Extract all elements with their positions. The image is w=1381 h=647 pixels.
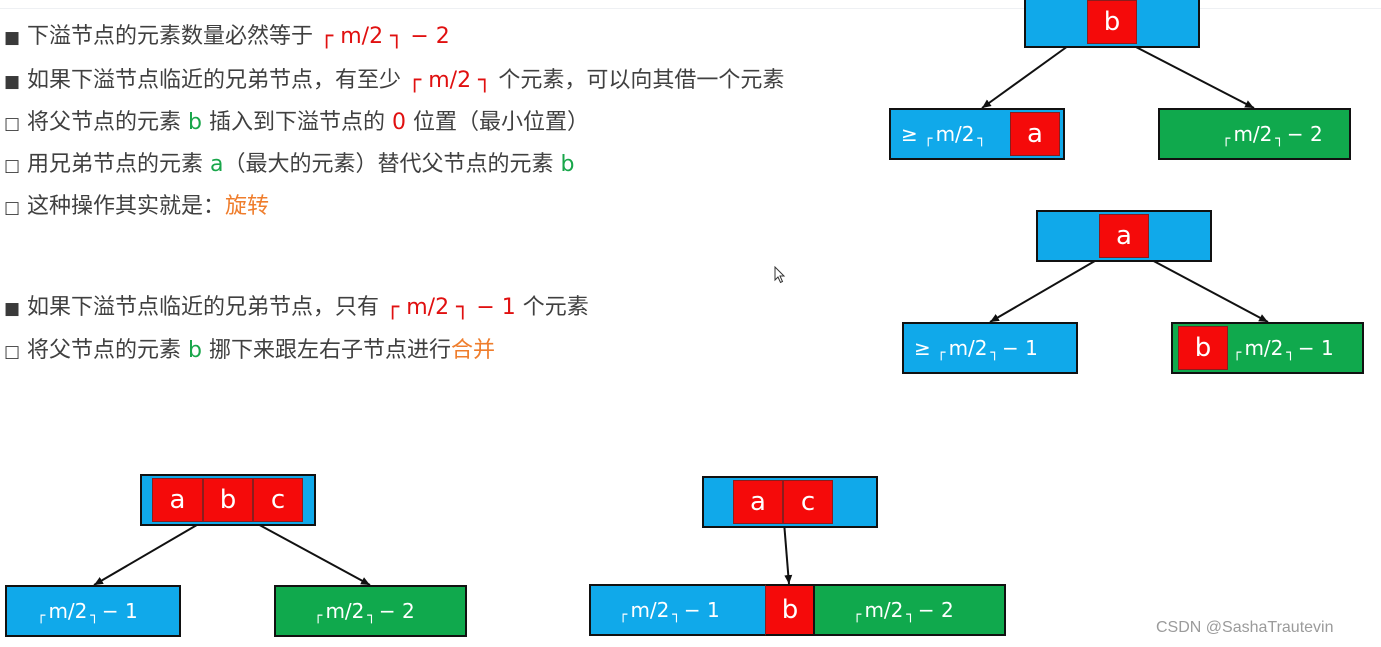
d4-right-node: ┌m/2┐− 2 [813,584,1006,636]
arrow-d3-left [93,521,203,586]
d3-parent-key-1: a [152,478,203,522]
arrow-d2-right [1147,257,1269,323]
d4-parent-key-1: a [733,480,783,524]
d2-right-key: b [1178,326,1228,370]
d3-parent-key-3: c [253,478,303,522]
arrow-d3-right [253,521,371,586]
rule-line-7: □将父节点的元素 b 挪下来跟左右子节点进行合并 [4,336,495,367]
filled-square-bullet: ■ [4,28,21,48]
rule-line-3: □将父节点的元素 b 插入到下溢节点的 0 位置（最小位置） [4,108,589,139]
formula: ┌ m/2 ┐ − 1 [386,295,516,320]
d4-left-node: ┌m/2┐− 1 [589,584,767,636]
formula: ┌ m/2 ┐ − 2 [320,24,450,49]
hollow-square-bullet: □ [4,156,21,176]
rule-line-2: ■如果下溢节点临近的兄弟节点，有至少 ┌ m/2 ┐ 个元素，可以向其借一个元素 [4,66,784,97]
rule-line-5: □这种操作其实就是：旋转 [4,192,269,223]
d3-right-node: ┌m/2┐− 2 [274,585,467,637]
d2-left-node: ≥ ┌m/2┐− 1 [902,322,1078,374]
rule-line-6: ■如果下溢节点临近的兄弟节点，只有 ┌ m/2 ┐ − 1 个元素 [4,293,589,324]
filled-square-bullet: ■ [4,299,21,319]
rule-line-1: ■下溢节点的元素数量必然等于 ┌ m/2 ┐ − 2 [4,22,450,53]
arrow-d2-left [989,257,1101,323]
d1-right-node: ┌m/2┐− 2 [1158,108,1351,160]
hollow-square-bullet: □ [4,114,21,134]
arrow-d4-down [783,521,793,585]
top-divider [0,8,1381,9]
d3-left-node: ┌m/2┐− 1 [5,585,181,637]
filled-square-bullet: ■ [4,72,21,92]
d2-parent-key: a [1099,214,1149,258]
mouse-cursor-icon [774,266,786,284]
formula: ┌ m/2 ┐ [408,68,492,93]
d1-parent-key: b [1087,0,1137,44]
hollow-square-bullet: □ [4,198,21,218]
watermark: CSDN @SashaTrautevin [1156,619,1334,636]
d4-middle-key: b [765,584,815,636]
d1-left-key: a [1010,112,1060,156]
hollow-square-bullet: □ [4,342,21,362]
rule-line-4: □用兄弟节点的元素 a（最大的元素）替代父节点的元素 b [4,150,574,181]
arrow-d1-left [981,45,1069,109]
d3-parent-key-2: b [203,478,253,522]
arrow-d1-right [1133,45,1255,109]
d4-parent-key-2: c [783,480,833,524]
